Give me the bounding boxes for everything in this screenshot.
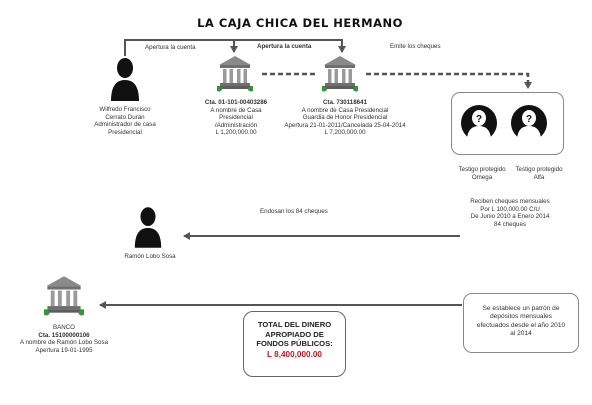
label-emite-cheques: Emite los cheques	[390, 43, 441, 50]
account-2-number: Cta. 730118641	[322, 99, 368, 106]
bank-2-icon	[322, 56, 358, 92]
label-apertura-2: Apertura la cuenta	[257, 43, 312, 50]
pattern-note-box: Se establece un patrón de depósitos mens…	[463, 293, 579, 353]
bank-ramon-icon	[44, 276, 84, 316]
svg-text:?: ?	[526, 114, 532, 125]
bank-1-icon	[217, 56, 253, 92]
pattern-note-text: Se establece un patrón de depósitos mens…	[476, 305, 566, 338]
witnesses-receive-caption: Reciben cheques mensuales Por L 100,000.…	[470, 198, 550, 228]
witnesses-box: ? ?	[451, 92, 564, 155]
bank-ramon-account: Cta. 15100000106	[38, 331, 90, 339]
witness-alfa-icon: ?	[511, 105, 547, 141]
bank-ramon-caption: BANCO Cta. 15100000106 A nombre de Ramón…	[14, 324, 114, 354]
account-2-caption: Cta. 730118641 A nombre de Casa Presiden…	[280, 99, 410, 137]
total-value: L 8,400,000.00	[267, 349, 322, 359]
witness-omega-icon: ?	[461, 105, 497, 141]
account-1-number: Cta. 01-101-00403286	[204, 99, 268, 106]
person-ramon-icon	[134, 207, 162, 248]
line-emite-cheques	[366, 72, 532, 89]
page-title: LA CAJA CHICA DEL HERMANO	[197, 16, 403, 30]
total-label: TOTAL DEL DINERO APROPIADO DE FONDOS PÚB…	[256, 320, 333, 348]
wilfredo-caption: Wilfredo Francisco Cerrato Durán Adminis…	[94, 106, 156, 136]
person-wilfredo-icon	[111, 58, 139, 101]
witness-omega-caption: Testigo protegido Omega	[458, 166, 506, 181]
label-apertura-1: Apertura la cuenta	[145, 44, 196, 51]
total-box: TOTAL DEL DINERO APROPIADO DE FONDOS PÚB…	[243, 311, 346, 377]
svg-text:?: ?	[476, 114, 482, 125]
witness-alfa-caption: Testigo protegido Alfa	[515, 166, 563, 181]
label-endosan: Endosan los 84 cheques	[260, 208, 328, 215]
account-1-caption: Cta. 01-101-00403286 A nombre de Casa Pr…	[195, 99, 277, 137]
ramon-caption: Ramón Lobo Sosa	[124, 253, 176, 260]
